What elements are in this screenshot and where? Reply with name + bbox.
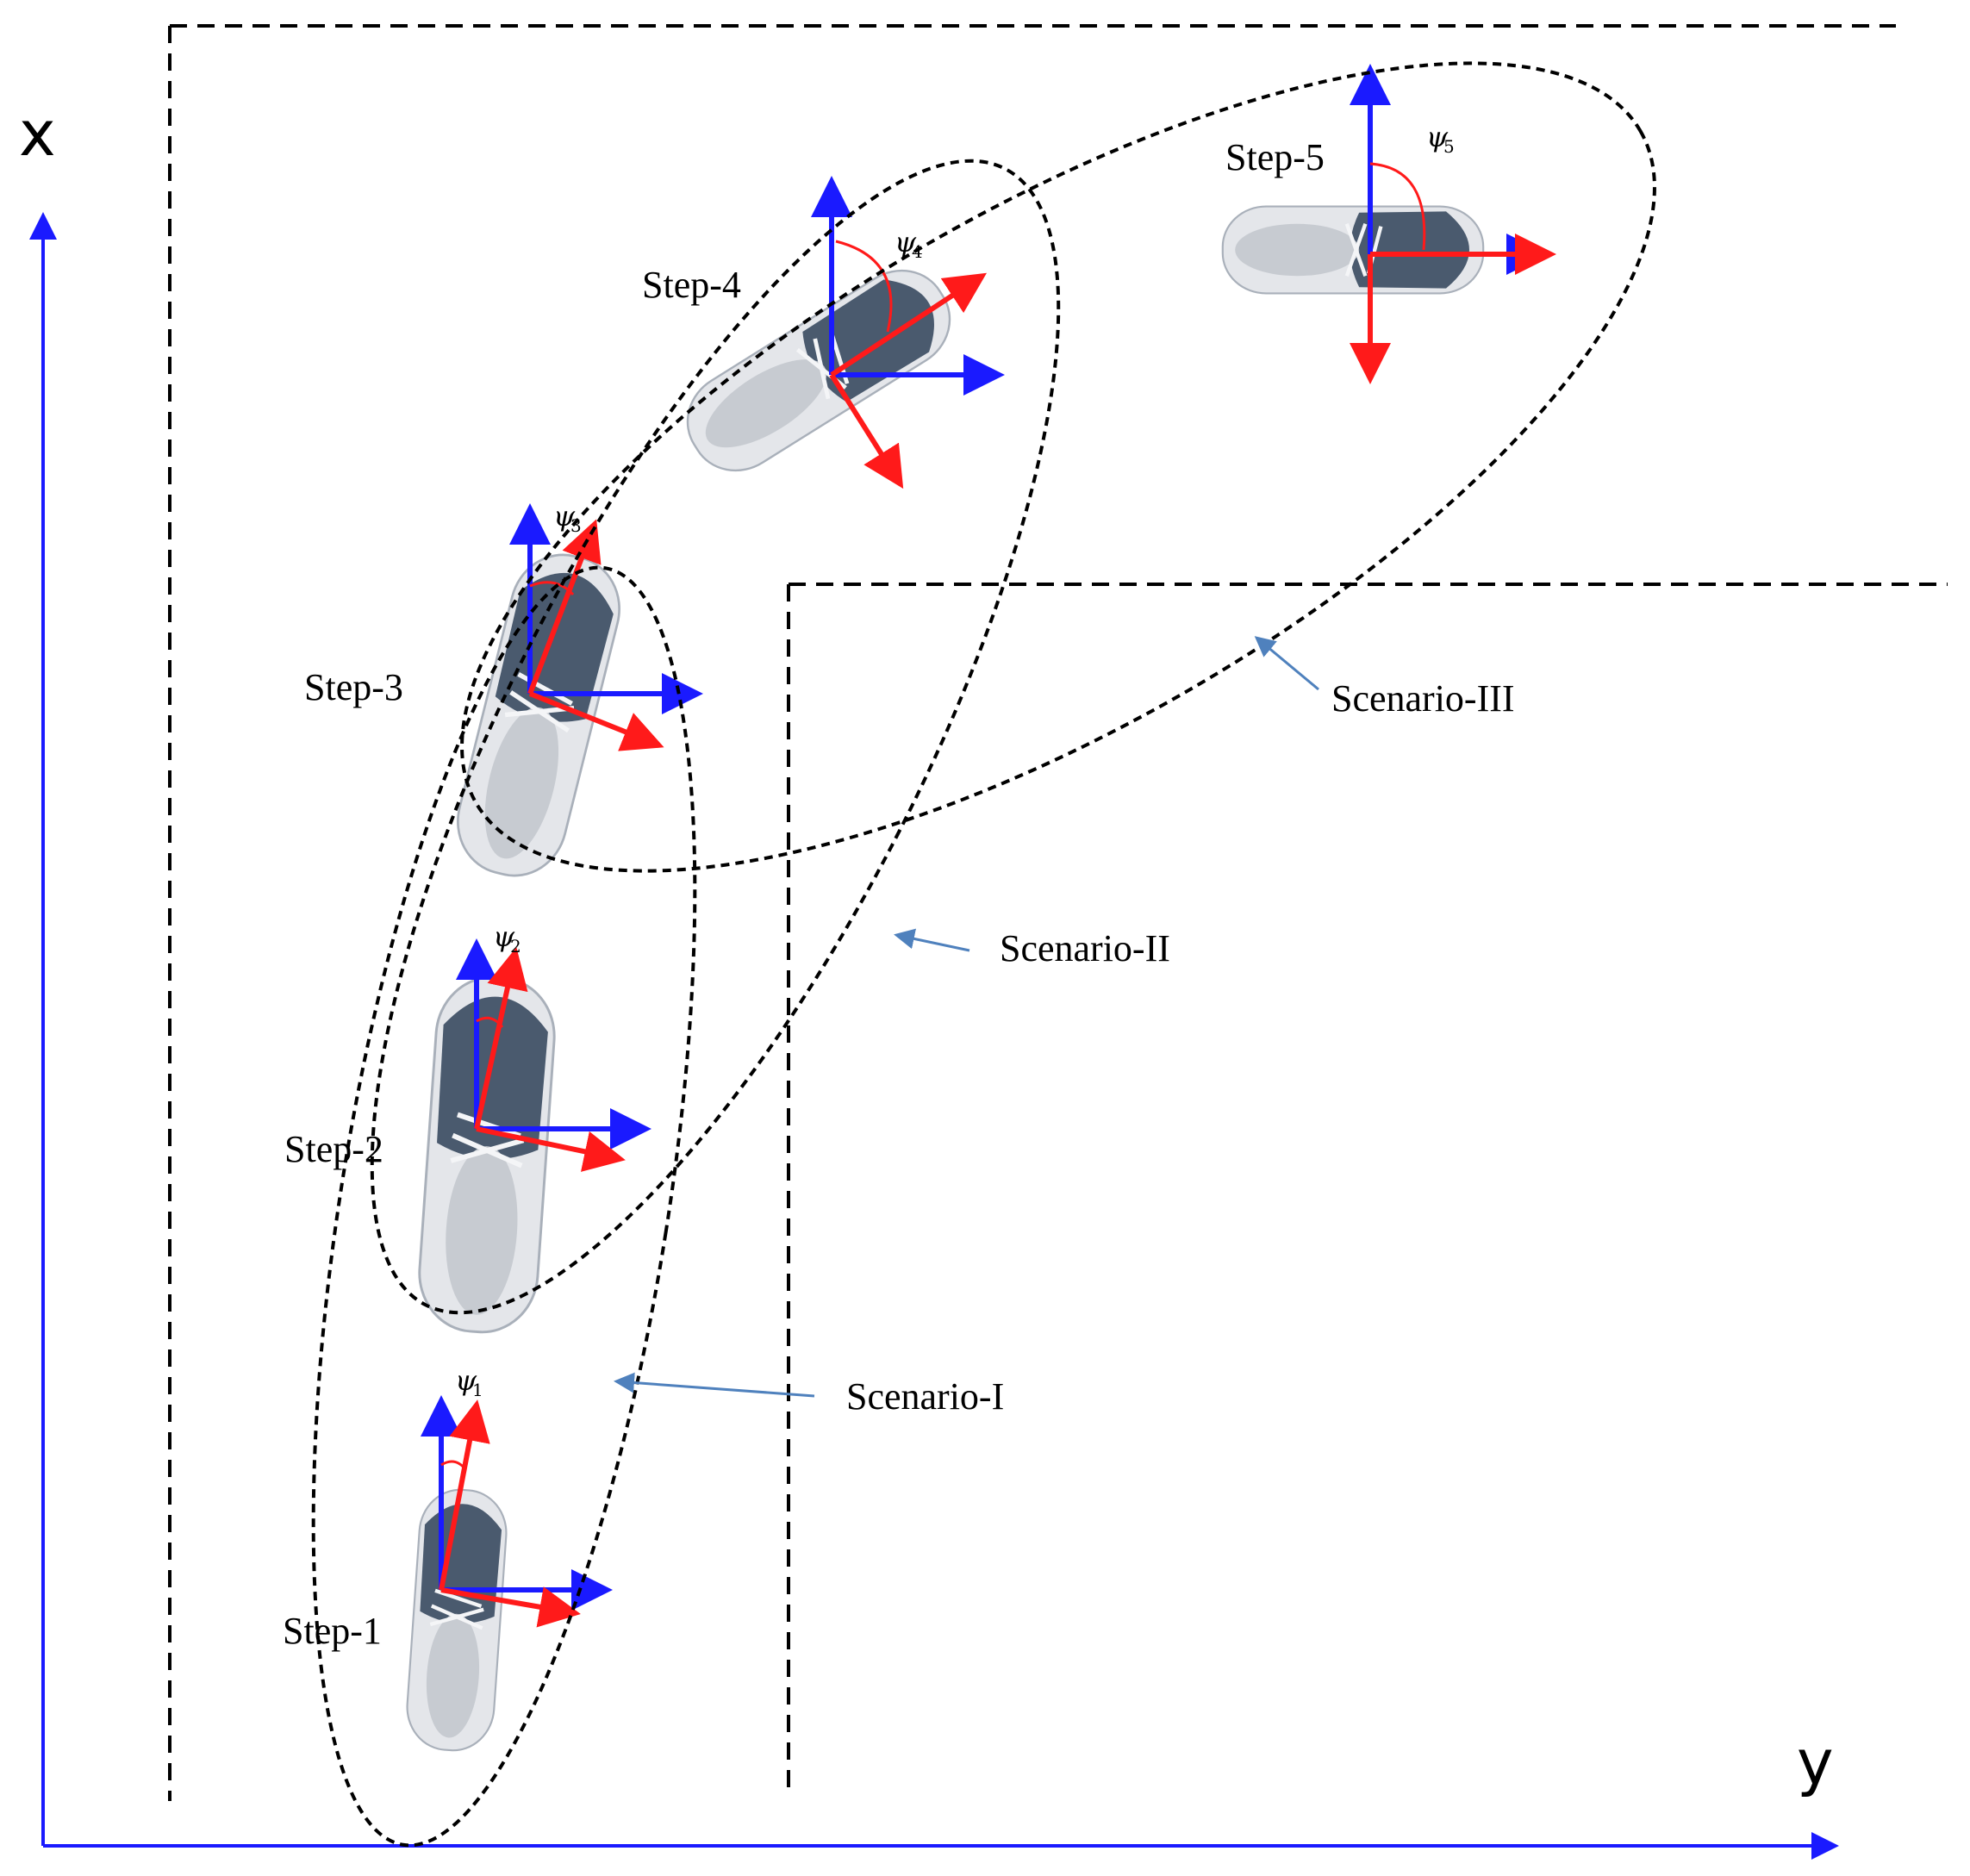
frame-step-4 — [811, 176, 1005, 489]
step-4-label: Step-4 — [642, 264, 741, 306]
svg-text:ψ: ψ — [493, 920, 515, 953]
frame-step-5 — [1350, 64, 1556, 384]
shoe-step-1 — [404, 1487, 509, 1754]
svg-text:1: 1 — [472, 1380, 483, 1400]
angle-label-1: ψ 1 — [455, 1364, 483, 1400]
scenario-annotations: Scenario-I Scenario-II Scenario-III — [614, 636, 1515, 1418]
svg-text:ψ: ψ — [895, 226, 917, 259]
svg-text:2: 2 — [510, 936, 521, 957]
x-axis-label: x — [19, 97, 56, 170]
step-3-label: Step-3 — [304, 666, 403, 708]
scenario-2-pointer — [894, 928, 970, 952]
shoe-step-5 — [1223, 207, 1483, 294]
y-axis-label: y — [1797, 1726, 1834, 1798]
scenario-1-ellipse — [311, 565, 697, 1848]
svg-text:3: 3 — [570, 515, 582, 536]
scenario-3-pointer — [1254, 636, 1319, 691]
shoe-step-3 — [446, 544, 631, 886]
scenario-1-label: Scenario-I — [846, 1375, 1004, 1418]
angle-label-5: ψ 5 — [1426, 121, 1455, 157]
svg-text:ψ: ψ — [1426, 121, 1449, 153]
svg-text:ψ: ψ — [553, 500, 576, 533]
angle-label-2: ψ 2 — [493, 920, 521, 957]
frame-step-3 — [509, 503, 703, 751]
scenario-2-label: Scenario-II — [1000, 927, 1170, 969]
svg-text:ψ: ψ — [455, 1364, 477, 1397]
scenario-2-ellipse — [370, 159, 1061, 1315]
scenario-regions — [311, 61, 1656, 1848]
step-5-label: Step-5 — [1225, 136, 1325, 178]
corridor-boundary — [168, 24, 1948, 1801]
scenario-3-label: Scenario-III — [1331, 677, 1515, 720]
step-1-label: Step-1 — [283, 1610, 382, 1652]
svg-text:5: 5 — [1443, 136, 1455, 157]
angle-label-3: ψ 3 — [553, 500, 582, 536]
frame-step-2 — [456, 938, 651, 1172]
scenario-1-pointer — [614, 1372, 815, 1398]
shoe-step-2 — [415, 974, 558, 1336]
coordinate-axes: x y — [19, 97, 1839, 1860]
scenario-3-ellipse — [460, 61, 1656, 873]
step-labels: Step-1 Step-2 Step-3 Step-4 Step-5 — [283, 136, 1325, 1652]
step-2-label: Step-2 — [284, 1128, 383, 1170]
